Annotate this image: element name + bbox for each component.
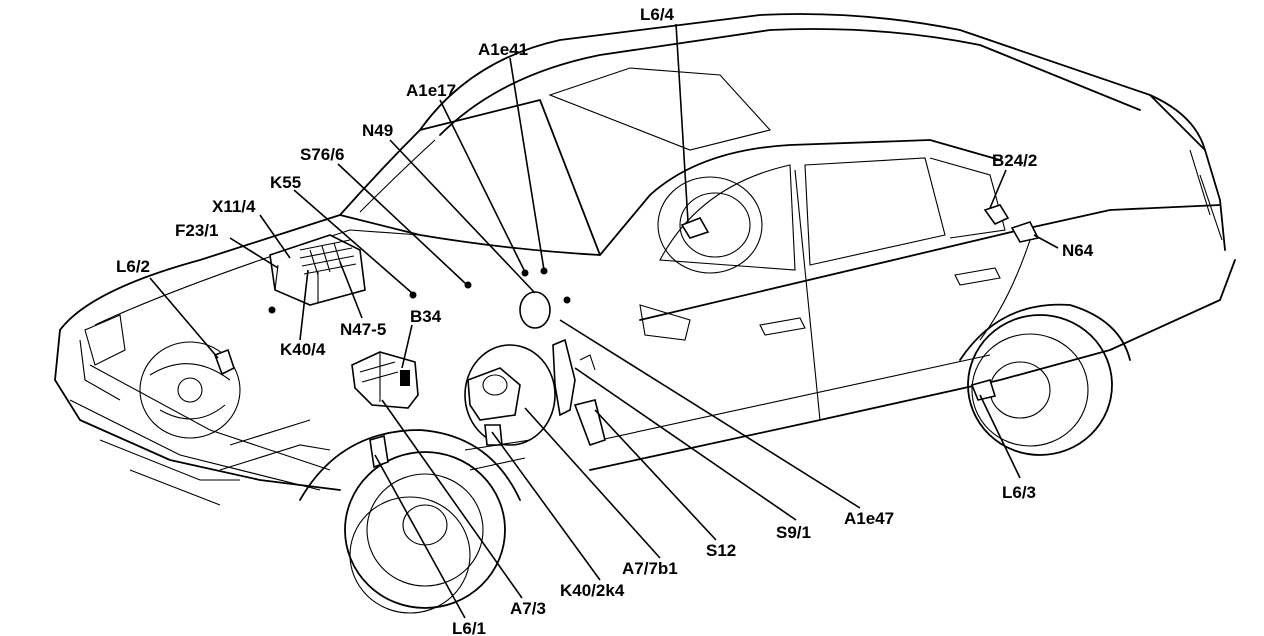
label-k40-2k4: K40/2k4 — [560, 581, 625, 600]
car-body-outline — [54, 13, 1236, 614]
label-n47-5: N47-5 — [340, 320, 386, 339]
label-f23-1: F23/1 — [175, 221, 218, 240]
components — [213, 204, 1040, 471]
label-l6-4: L6/4 — [640, 5, 675, 24]
label-a1e41: A1e41 — [478, 40, 528, 59]
rear-sensors — [983, 204, 1040, 243]
label-n49: N49 — [362, 121, 393, 140]
label-a7-3: A7/3 — [510, 599, 546, 618]
steering-angle-ring — [519, 291, 551, 329]
hydraulic-unit — [464, 344, 556, 471]
label-n64: N64 — [1062, 241, 1094, 260]
label-a7-7b1: A7/7b1 — [622, 559, 678, 578]
label-k40-4: K40/4 — [280, 340, 326, 359]
fuse-relay-box — [269, 234, 366, 306]
label-b34: B34 — [410, 307, 442, 326]
pedal-switch-bracket — [552, 338, 606, 447]
leader-lines — [149, 23, 1059, 619]
label-s76-6: S76/6 — [300, 145, 344, 164]
label-l6-2: L6/2 — [116, 257, 150, 276]
label-s9-1: S9/1 — [776, 523, 811, 542]
label-b24-2: B24/2 — [992, 151, 1037, 170]
label-s12: S12 — [706, 541, 736, 560]
label-x11-4: X11/4 — [212, 197, 256, 216]
label-l6-1: L6/1 — [452, 619, 486, 636]
wheel-speed-sensors — [213, 217, 997, 469]
label-a1e47: A1e47 — [844, 509, 894, 528]
callout-labels: A1e41 A1e17 N49 S76/6 K55 X11/4 F23/1 L6… — [116, 5, 1094, 636]
abs-control-module — [351, 351, 419, 409]
label-k55: K55 — [270, 173, 301, 192]
label-l6-3: L6/3 — [1002, 483, 1036, 502]
label-a1e17: A1e17 — [406, 81, 456, 100]
